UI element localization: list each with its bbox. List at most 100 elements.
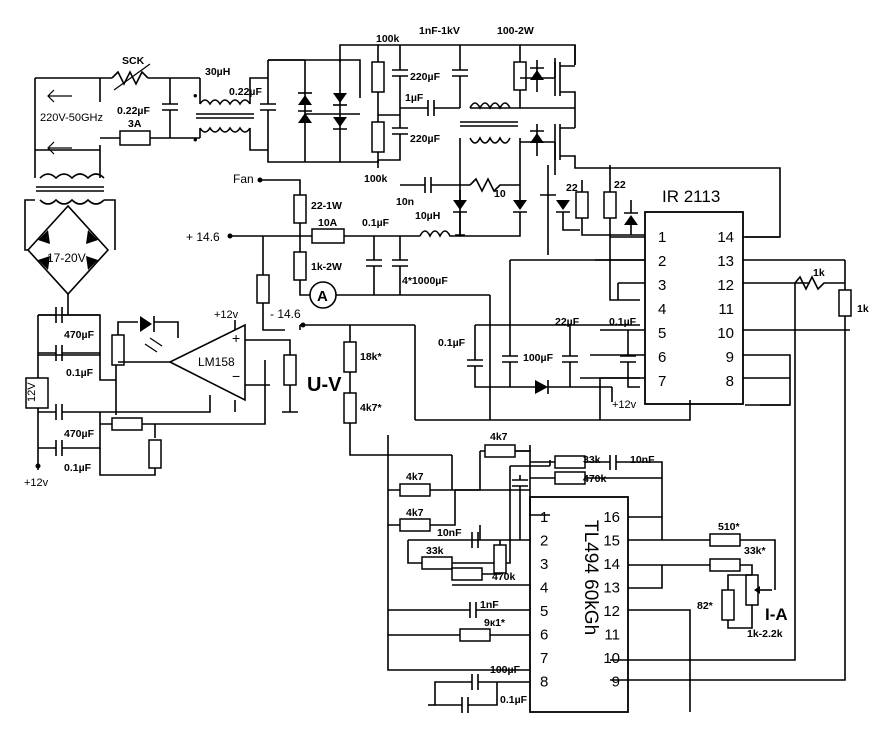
ic-pin-number: 8: [726, 373, 734, 390]
c1nF-label: 1nF: [480, 599, 499, 611]
ic-pin-number: 6: [658, 349, 666, 366]
c220b-label: 220µF: [410, 133, 441, 145]
p12v-a-label: +12v: [24, 477, 49, 489]
transformer-secondary: [469, 136, 511, 144]
resistor-22-1w: [293, 194, 307, 224]
lm158-opamp: LM158 + − +12v: [117, 309, 298, 413]
ic-pin-number: 7: [658, 373, 666, 390]
opamp-symbol: [168, 323, 246, 402]
r510-label: 510*: [718, 521, 741, 533]
resistor-4k7: [399, 518, 431, 532]
ia-label: I-A: [765, 605, 788, 624]
r100k-label: 100k: [376, 33, 400, 45]
aux-transformer-primary: [39, 173, 105, 180]
cap-01e: [620, 330, 640, 388]
pot-label: 1k-2.2k: [747, 628, 783, 640]
ic-pin-number: 14: [603, 556, 620, 573]
ic-pin-number: 10: [603, 650, 620, 667]
p12v-c-label: +12v: [612, 399, 637, 411]
hv-rectifier-bridge: [268, 44, 379, 163]
ic-pin-number: 6: [540, 627, 548, 644]
resistor-18k: [343, 341, 357, 373]
resistor-22: [575, 191, 589, 219]
tl494-body: [529, 496, 629, 713]
resistor-82: [721, 589, 735, 621]
svg-text:•: •: [193, 88, 198, 103]
cap-022-in2: [260, 78, 276, 150]
cap-1nf: [388, 602, 530, 618]
r22b-label: 22: [614, 179, 626, 191]
sck-label: SCK: [122, 55, 145, 67]
resistor-100k: [371, 61, 385, 93]
transformer-primary: [469, 102, 511, 110]
resistor-33k: [421, 556, 453, 570]
resistor-10k: [451, 567, 483, 581]
opamp-label: LM158: [198, 355, 235, 369]
resistor-1k: [838, 289, 852, 317]
ic-pin-number: 10: [717, 325, 734, 342]
aux-supply: 17-20V 470µF 0.1µF 12V 470µF 0.1µF +12v: [24, 173, 266, 489]
c01a-label: 0.1µF: [362, 217, 390, 229]
ic-pin-number: 14: [717, 229, 734, 246]
cap-in-label: 0.22µF: [117, 105, 150, 117]
fuse10-label: 10A: [318, 217, 338, 229]
ir2113-label: IR 2113: [662, 187, 720, 206]
resistor-shunt: [256, 274, 270, 304]
ic-pin-number: 7: [540, 650, 548, 667]
r1k2w-label: 1k-2W: [311, 261, 342, 273]
ic-pin-number: 8: [540, 674, 548, 691]
v12box-label: 12V: [26, 382, 38, 402]
r33k-b-label: 33k: [426, 545, 444, 557]
c100u-label: 100µF: [523, 352, 554, 364]
c01f-label: 0.1µF: [500, 694, 528, 706]
resistor-1k: [794, 275, 845, 291]
r22-1w-label: 22-1W: [311, 200, 342, 212]
resistor-100k: [371, 121, 385, 153]
ic-pin-number: 15: [603, 533, 620, 550]
voltage-feedback: 18k* 4k7* U-V: [307, 325, 691, 456]
r4k7c-label: 4k7: [490, 431, 508, 443]
svg-text:•: •: [193, 132, 198, 147]
choke-label: 30µH: [205, 66, 230, 78]
ic-pin-number: 4: [658, 301, 666, 318]
l10-label: 10µH: [415, 210, 440, 222]
resistor: [111, 334, 125, 366]
uv-label: U-V: [307, 374, 342, 396]
c01c-label: 0.1µF: [64, 462, 92, 474]
c01d-label: 0.1µF: [438, 337, 466, 349]
c100u-b-label: 100µF: [490, 664, 521, 676]
c470b-label: 470µF: [64, 428, 95, 440]
inductor-10uh: [419, 190, 461, 238]
cap-470: [37, 307, 101, 356]
choke-coil-bottom: [199, 126, 251, 133]
ic-pin-number: 1: [658, 229, 666, 246]
r4k7a-label: 4k7: [406, 471, 424, 483]
c01b-label: 0.1µF: [66, 367, 94, 379]
c01e-label: 0.1µF: [609, 316, 637, 328]
ic-pin-number: 13: [603, 580, 620, 597]
resistor-100-2w: [513, 61, 527, 91]
c22u-label: 22µF: [555, 316, 580, 328]
regulator-12v: [25, 377, 49, 409]
c470a-label: 470µF: [64, 329, 95, 341]
c10nF-a-label: 10nF: [630, 454, 655, 466]
resistor-4k7: [484, 444, 516, 458]
ic-pin-number: 11: [718, 301, 734, 318]
ic-pin-number: 1: [540, 509, 548, 526]
cap-1nf-1kv: [452, 45, 468, 108]
r22a-label: 22: [566, 182, 578, 194]
cap-1uf: [400, 100, 460, 116]
plus146-label: + 14.6: [186, 230, 220, 244]
resistor: [111, 417, 143, 431]
mains-input-section: 220V-50GHz SCK 3A 0.22µF 30µH • • 0.22µF: [34, 55, 305, 178]
ic-pin-number: 4: [540, 580, 548, 597]
ic-pin-number: 9: [612, 674, 620, 691]
r100k-b-label: 100k: [364, 173, 388, 185]
ic-pin-number: 3: [658, 277, 666, 294]
fuse-10a: [311, 228, 345, 244]
c10nF-b-label: 10nF: [437, 527, 462, 539]
ic-pin-number: 11: [604, 627, 620, 644]
ic-pin-number: 13: [717, 253, 734, 270]
resistor-33k-star: [709, 558, 741, 572]
hv-half-bridge: 100k 100k 220µF 1µF 220µF 1nF-1kV 100-2W: [364, 25, 640, 190]
